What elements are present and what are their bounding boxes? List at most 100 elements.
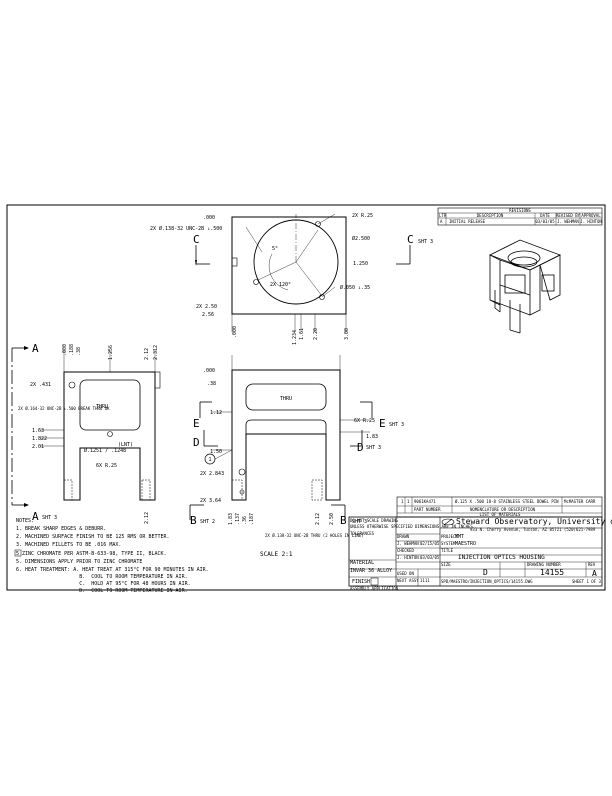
front-view-outline bbox=[231, 369, 341, 501]
note-3: 3. MACHINED FILLETS TO BE .016 MAX. bbox=[16, 542, 121, 548]
left-tapped-callout: 2X Ø.164-32 UNC-2B ↓.500 BREAK THRU OK bbox=[18, 406, 110, 411]
section-c-label-left: C bbox=[193, 233, 200, 246]
tb-system: MAESTRO bbox=[455, 541, 476, 547]
bill-of-materials: 1 1 9061KA471 Ø.125 X .500 18-8 STAINLES… bbox=[396, 496, 603, 518]
left-dim-000: .000 bbox=[62, 344, 68, 356]
tb-title: INJECTION OPTICS HOUSING bbox=[458, 554, 545, 561]
tb-project: MMT bbox=[455, 534, 464, 540]
tb-material-label: MATERIAL bbox=[350, 560, 374, 566]
front-dim-150: 1.50 bbox=[210, 449, 222, 455]
note-6d: D. COOL TO ROOM TEMPERATURE IN AIR. bbox=[16, 588, 188, 594]
dim-300: 3.00 bbox=[344, 328, 350, 340]
section-e-label-left: E bbox=[193, 417, 200, 430]
note-5: 5. DIMENSIONS APPLY PRIOR TO ZINC CHROMA… bbox=[16, 559, 142, 565]
dim-1234: 1.234 bbox=[292, 330, 298, 345]
tb-rev-label: REV bbox=[588, 562, 596, 567]
revisions-block: REVISIONS LTR DESCRIPTION DATE REVISED B… bbox=[437, 207, 602, 226]
tb-drawn-label: DRAWN bbox=[397, 534, 410, 539]
section-d-label-right: D bbox=[357, 441, 364, 454]
rev-header-ltr: LTR bbox=[439, 213, 447, 218]
notes-block: NOTES: 1. BREAK SHARP EDGES & DEBURR. 2.… bbox=[14, 518, 209, 594]
tb-project-label: PROJECT bbox=[441, 534, 458, 539]
left-dim-431: 2X .431 bbox=[30, 382, 51, 388]
dim-220: 2.20 bbox=[313, 328, 319, 340]
left-dim-163: 1.63 bbox=[32, 428, 44, 434]
front-dim-183b: 1.83 bbox=[228, 513, 234, 525]
dim-000-bottom: .000 bbox=[232, 326, 238, 338]
tb-tolerances: TOLERANCES bbox=[350, 531, 375, 536]
front-dim-36: .36 bbox=[242, 516, 248, 525]
front-dim-112: 1.12 bbox=[210, 410, 222, 416]
tb-assembly-application: ASSEMBLY APPLICATION bbox=[350, 586, 399, 591]
section-e-label-right: E bbox=[379, 417, 386, 430]
corner-radius-callout: 2X R.25 bbox=[352, 213, 373, 219]
front-fillet-callout: 6X R.25 bbox=[354, 418, 375, 424]
tb-checked-date: 03/03/05 bbox=[420, 555, 440, 560]
tb-size-label: SIZE bbox=[441, 562, 451, 567]
tb-material: INVAR 36 ALLOY bbox=[350, 568, 392, 574]
note-2: 2. MACHINED SURFACE FINISH TO BE 125 RMS… bbox=[16, 534, 170, 540]
section-a-label-bottom: A bbox=[32, 510, 39, 523]
dim-1250: 1.250 bbox=[353, 261, 368, 267]
tb-units-note: UNLESS OTHERWISE SPECIFIED DIMENSIONS AR… bbox=[350, 524, 473, 529]
left-dim-188: .188 bbox=[69, 344, 75, 356]
angle-120: 2X 120° bbox=[270, 282, 291, 288]
front-dim-212: 2.12 bbox=[315, 513, 321, 525]
notes-title: NOTES: bbox=[16, 518, 34, 524]
front-dim-250: 2.50 bbox=[329, 513, 335, 525]
dim-000-top: .000 bbox=[203, 215, 215, 221]
dim-250: 2X 2.50 bbox=[196, 304, 217, 310]
tb-org-address: 933 N. Cherry Avenue, Tucson, AZ 85721 (… bbox=[470, 527, 596, 532]
tb-dwg-label: DRAWING NUMBER bbox=[527, 562, 561, 567]
section-b-sheet-right: SHT 3 bbox=[352, 519, 367, 525]
tb-drawn-by: J. WEHMAN bbox=[397, 541, 419, 546]
tb-sheet: SHEET 1 OF 3 bbox=[572, 579, 601, 584]
tapped-holes-callout: 2X Ø.138-32 UNC-2B ↓.500 bbox=[150, 225, 222, 232]
section-d-label-left: D bbox=[193, 436, 200, 449]
note-6: 6. HEAT TREATMENT: A. HEAT TREAT AT 315°… bbox=[16, 567, 209, 573]
section-a-sheet: SHT 3 bbox=[42, 515, 57, 521]
section-b-label-right: B bbox=[340, 514, 347, 527]
section-d-sheet: SHT 3 bbox=[366, 445, 381, 451]
bom-qty: 1 bbox=[401, 499, 404, 504]
tb-next-assy-val: 1111 bbox=[420, 578, 430, 583]
dim-161: 1.61 bbox=[299, 328, 305, 340]
tb-finish-label: FINISH bbox=[352, 579, 370, 585]
tb-title-label: TITLE bbox=[441, 548, 454, 553]
front-dim-187: .187 bbox=[249, 513, 255, 525]
rev-header-desc: DESCRIPTION bbox=[477, 213, 504, 218]
left-dim-212-bottom: 2.12 bbox=[144, 512, 150, 524]
bore-diameter: Ø2.500 bbox=[352, 235, 370, 242]
bom-part: 9061KA471 bbox=[414, 499, 436, 504]
bom-col-desc: NOMENCLATURE OR DESCRIPTION bbox=[470, 507, 536, 512]
left-hole-lnt: (LNT) bbox=[118, 442, 133, 448]
tb-file-ref: SPD/MAESTRO/INJECTION_OPTICS/14155.DWG bbox=[441, 579, 533, 584]
section-c-label-right: C bbox=[407, 233, 414, 246]
bom-item: 1 bbox=[407, 499, 410, 504]
tb-rev: A bbox=[592, 569, 597, 578]
front-dim-2843: 2X 2.843 bbox=[200, 471, 224, 477]
rev-date: 03/03/05 bbox=[535, 219, 555, 224]
rev-by: J. WEHMAN bbox=[557, 219, 579, 224]
rev-header-date: DATE bbox=[540, 213, 550, 218]
dim-256: 2.56 bbox=[202, 312, 214, 318]
note-4: 5 ZINC CHROMATE PER ASTM-B-633-98, TYPE … bbox=[16, 551, 167, 557]
revisions-title: REVISIONS bbox=[509, 208, 531, 213]
front-thru-label: THRU bbox=[280, 396, 292, 402]
sheet-border bbox=[6, 204, 606, 591]
front-dim-000: .000 bbox=[203, 368, 215, 374]
rev-approval: J. HINTON bbox=[580, 219, 602, 224]
left-thru-label: THRU bbox=[96, 404, 108, 410]
note-6b: B. COOL TO ROOM TEMPERATURE IN AIR. bbox=[16, 574, 188, 580]
tb-system-label: SYSTEM bbox=[441, 541, 456, 546]
bom-title: LIST OF MATERIALS bbox=[480, 512, 522, 517]
section-a-label-top: A bbox=[32, 342, 39, 355]
front-dim-137: .137 bbox=[235, 513, 241, 525]
note-1: 1. BREAK SHARP EDGES & DEBURR. bbox=[16, 526, 106, 532]
rev-ltr: A bbox=[440, 219, 443, 224]
left-view-thru-pocket bbox=[79, 379, 141, 431]
tb-org-name: Steward Observatory, University of Arizo… bbox=[456, 517, 612, 526]
tb-drawn-date: 02/15/05 bbox=[420, 541, 440, 546]
